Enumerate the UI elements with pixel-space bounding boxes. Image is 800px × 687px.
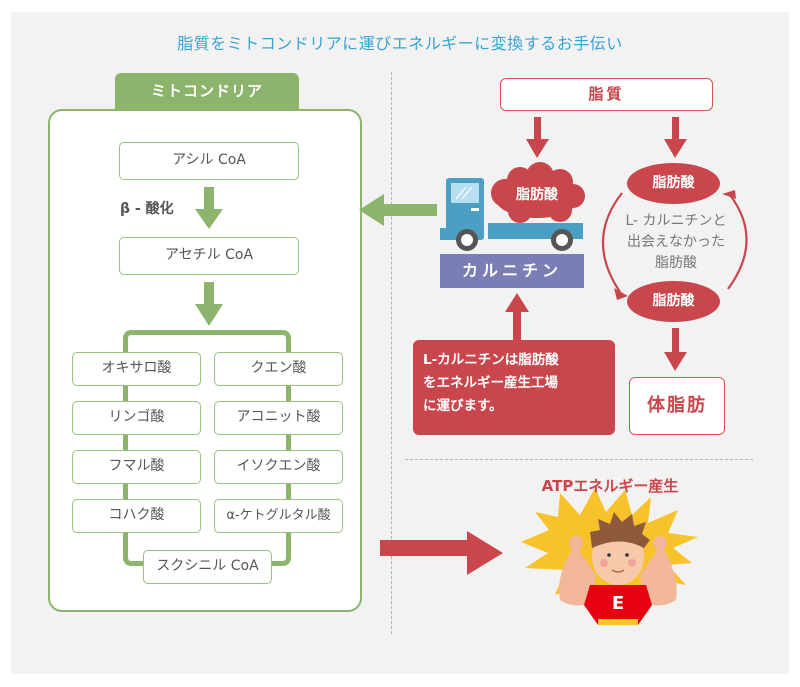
cycle-arrows-icon [601, 192, 748, 293]
unmet-fatty-acid-text: L- カルニチンと 出会えなかった 脂肪酸 [606, 211, 746, 274]
carnitine-callout: L-カルニチンは脂肪酸 をエネルギー産生工場 に運びます。 [413, 340, 615, 435]
arrowhead-icon [722, 190, 736, 199]
energetic-man-illustration [559, 512, 677, 625]
unmet-line: 出会えなかった [627, 234, 725, 250]
diagram-title: 脂質をミトコンドリアに運びエネルギーに変換するお手伝い [177, 34, 623, 53]
tca-item-succinate: コハク酸 [72, 499, 201, 533]
cloud-shape [491, 162, 585, 223]
horizontal-divider [405, 459, 753, 460]
atp-energy-label: ATPエネルギー産生 [541, 477, 679, 495]
acetyl-coa-box: アセチル CoA [119, 237, 299, 275]
arrow-right-icon [380, 531, 503, 575]
arrow-down-icon [664, 328, 687, 371]
fatty-acid-top: 脂肪酸 [627, 163, 720, 204]
callout-line: をエネルギー産生工場 [423, 375, 558, 391]
succinyl-coa-box: スクシニル CoA [143, 550, 272, 584]
arrow-down-icon [526, 117, 549, 158]
tca-item-alpha-ketoglutarate: α-ケトグルタル酸 [214, 499, 343, 533]
cloud-fatty-acid-label: 脂肪酸 [516, 187, 558, 203]
arrow-down-icon [195, 282, 223, 326]
arrow-left-icon [359, 194, 437, 226]
acyl-coa-box: アシル CoA [119, 142, 299, 180]
tca-item-isocitrate: イソクエン酸 [214, 450, 343, 484]
callout-line: L-カルニチンは脂肪酸 [423, 352, 559, 368]
carnitine-label: カルニチン [440, 254, 584, 288]
callout-line: に運びます。 [423, 398, 503, 414]
vertical-divider [391, 72, 392, 634]
tca-item-oxaloacetate: オキサロ酸 [72, 352, 201, 386]
arrow-up-icon [505, 293, 529, 342]
tca-item-citrate: クエン酸 [214, 352, 343, 386]
lipid-box: 脂質 [500, 78, 713, 111]
tca-item-malate: リンゴ酸 [72, 401, 201, 435]
arrow-down-icon [195, 187, 223, 229]
beta-oxidation-label: β - 酸化 [120, 201, 174, 217]
unmet-line: L- カルニチンと [625, 213, 727, 229]
tca-item-fumarate: フマル酸 [72, 450, 201, 484]
shirt-letter: E [611, 593, 625, 614]
arrow-down-icon [664, 117, 687, 158]
mitochondria-tab: ミトコンドリア [115, 73, 299, 110]
arrowhead-icon [614, 288, 628, 300]
body-fat-box: 体脂肪 [629, 377, 725, 435]
fatty-acid-bottom: 脂肪酸 [627, 281, 720, 322]
tca-item-aconitate: アコニット酸 [214, 401, 343, 435]
unmet-line: 脂肪酸 [655, 255, 697, 271]
truck-icon [440, 178, 583, 251]
